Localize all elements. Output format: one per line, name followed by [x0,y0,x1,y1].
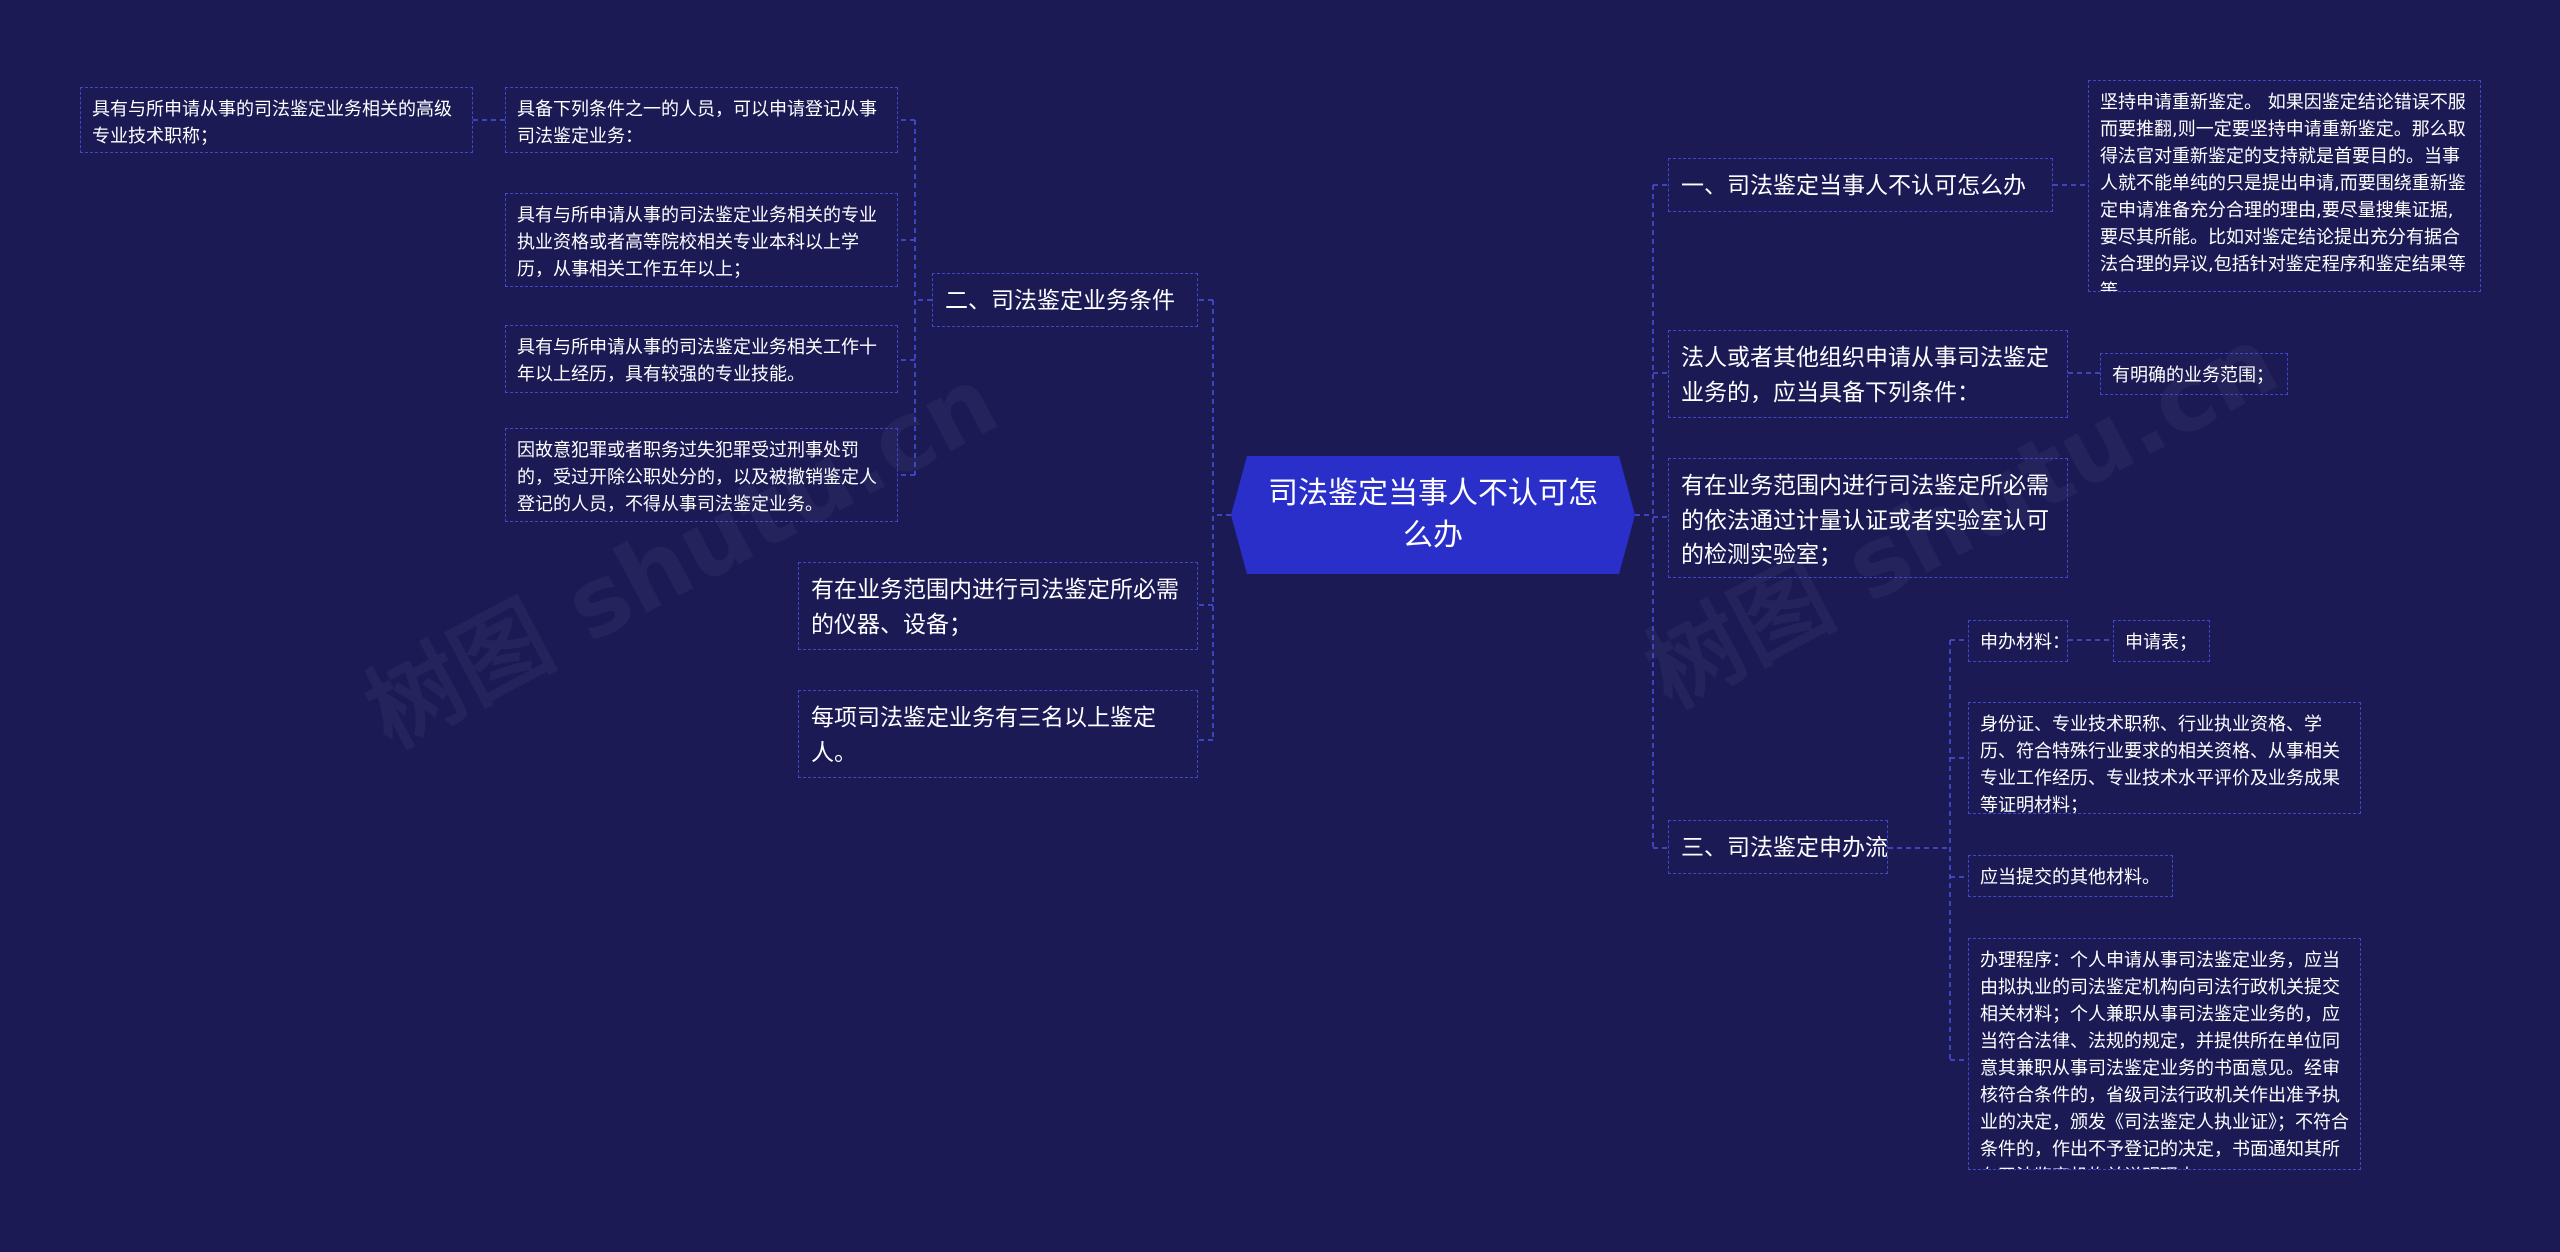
org-conditions-label: 法人或者其他组织申请从事司法鉴定业务的，应当具备下列条件： [1681,345,2049,406]
instruments-label: 有在业务范围内进行司法鉴定所必需的仪器、设备； [811,577,1179,638]
process-label: 三、司法鉴定申办流程 [1681,835,1888,861]
business-scope-label: 有明确的业务范围； [2112,365,2274,386]
org-conditions-node[interactable]: 法人或者其他组织申请从事司法鉴定业务的，应当具备下列条件： [1668,330,2068,418]
other-materials-node[interactable]: 应当提交的其他材料。 [1968,855,2173,897]
q1-answer-node[interactable]: 坚持申请重新鉴定。 如果因鉴定结论错误不服而要推翻,则一定要坚持申请重新鉴定。那… [2088,80,2481,292]
conditions-label: 二、司法鉴定业务条件 [945,288,1175,314]
title-requirement-node[interactable]: 具有与所申请从事的司法鉴定业务相关的高级专业技术职称； [80,87,473,153]
q1-answer-label: 坚持申请重新鉴定。 如果因鉴定结论错误不服而要推翻,则一定要坚持申请重新鉴定。那… [2100,92,2466,292]
person-conditions-label: 具备下列条件之一的人员，可以申请登记从事司法鉴定业务： [517,99,877,147]
business-scope-node[interactable]: 有明确的业务范围； [2100,353,2288,395]
procedure-node[interactable]: 办理程序：个人申请从事司法鉴定业务，应当由拟执业的司法鉴定机构向司法行政机关提交… [1968,938,2361,1170]
id-docs-node[interactable]: 身份证、专业技术职称、行业执业资格、学历、符合特殊行业要求的相关资格、从事相关专… [1968,702,2361,814]
root-node[interactable]: 司法鉴定当事人不认可怎么办 [1231,456,1635,574]
experience-node[interactable]: 具有与所申请从事的司法鉴定业务相关工作十年以上经历，具有较强的专业技能。 [505,325,898,393]
person-conditions-node[interactable]: 具备下列条件之一的人员，可以申请登记从事司法鉴定业务： [505,87,898,153]
instruments-node[interactable]: 有在业务范围内进行司法鉴定所必需的仪器、设备； [798,562,1198,650]
materials-node[interactable]: 申办材料： [1968,620,2068,662]
lab-node[interactable]: 有在业务范围内进行司法鉴定所必需的依法通过计量认证或者实验室认可的检测实验室； [1668,458,2068,578]
lab-label: 有在业务范围内进行司法鉴定所必需的依法通过计量认证或者实验室认可的检测实验室； [1681,473,2049,568]
exclusion-node[interactable]: 因故意犯罪或者职务过失犯罪受过刑事处罚的，受过开除公职处分的，以及被撤销鉴定人登… [505,428,898,522]
application-form-label: 申请表； [2125,632,2197,653]
procedure-label: 办理程序：个人申请从事司法鉴定业务，应当由拟执业的司法鉴定机构向司法行政机关提交… [1980,950,2349,1169]
process-node[interactable]: 三、司法鉴定申办流程 [1668,820,1888,874]
root-label: 司法鉴定当事人不认可怎么办 [1268,476,1598,553]
appraisers-node[interactable]: 每项司法鉴定业务有三名以上鉴定人。 [798,690,1198,778]
conditions-node[interactable]: 二、司法鉴定业务条件 [932,273,1198,327]
other-materials-label: 应当提交的其他材料。 [1980,867,2160,888]
id-docs-label: 身份证、专业技术职称、行业执业资格、学历、符合特殊行业要求的相关资格、从事相关专… [1980,714,2340,814]
materials-label: 申办材料： [1980,632,2068,653]
q1-label: 一、司法鉴定当事人不认可怎么办 [1681,173,2026,199]
appraisers-label: 每项司法鉴定业务有三名以上鉴定人。 [811,705,1156,766]
title-requirement-label: 具有与所申请从事的司法鉴定业务相关的高级专业技术职称； [92,99,452,147]
application-form-node[interactable]: 申请表； [2113,620,2210,662]
qualification-node[interactable]: 具有与所申请从事的司法鉴定业务相关的专业执业资格或者高等院校相关专业本科以上学历… [505,193,898,287]
experience-label: 具有与所申请从事的司法鉴定业务相关工作十年以上经历，具有较强的专业技能。 [517,337,877,385]
qualification-label: 具有与所申请从事的司法鉴定业务相关的专业执业资格或者高等院校相关专业本科以上学历… [517,205,877,280]
q1-node[interactable]: 一、司法鉴定当事人不认可怎么办 [1668,158,2053,212]
exclusion-label: 因故意犯罪或者职务过失犯罪受过刑事处罚的，受过开除公职处分的，以及被撤销鉴定人登… [517,440,877,515]
